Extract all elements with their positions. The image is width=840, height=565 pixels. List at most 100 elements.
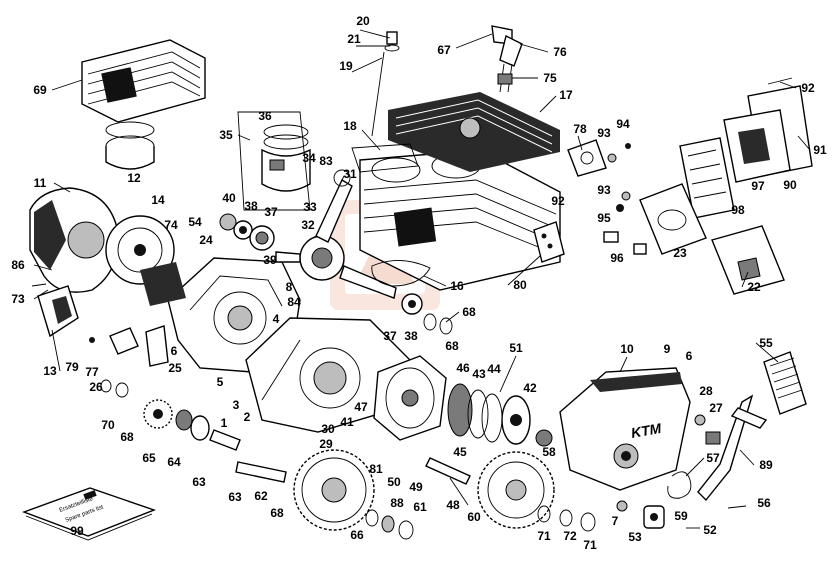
callout-38: 38: [404, 329, 418, 343]
callout-64: 64: [167, 455, 181, 469]
reed-valve-intake: [679, 77, 813, 219]
bottom-right-small-parts: [616, 500, 747, 529]
callout-38: 38: [244, 199, 258, 213]
callout-84: 84: [287, 295, 301, 309]
callout-83: 83: [319, 154, 333, 168]
clutch-plates-51: [447, 383, 531, 445]
left-small-brackets: [31, 283, 169, 367]
callout-14: 14: [151, 193, 165, 207]
callout-1: 1: [220, 416, 228, 430]
callout-41: 41: [340, 415, 354, 429]
callout-23: 23: [673, 246, 687, 260]
callout-98: 98: [731, 203, 745, 217]
base-gasket-16: [371, 260, 431, 287]
intake-flanges: [567, 139, 785, 295]
callout-74: 74: [164, 218, 178, 232]
spark-plug-and-cap: [491, 25, 523, 93]
callout-68: 68: [270, 506, 284, 520]
small-fasteners: [603, 143, 647, 255]
callout-32: 32: [301, 218, 315, 232]
callout-6: 6: [170, 344, 178, 358]
callout-75: 75: [543, 71, 557, 85]
parts-manual-booklet-99: Ersatzteilliste Spare parts list: [21, 487, 157, 541]
callout-94: 94: [616, 117, 630, 131]
kickstart-gear-58: [425, 429, 555, 529]
callout-99: 99: [70, 524, 84, 538]
callout-20: 20: [356, 14, 370, 28]
callout-8: 8: [285, 280, 293, 294]
bearings-upper: [219, 213, 275, 251]
callout-68: 68: [462, 305, 476, 319]
callout-45: 45: [453, 445, 467, 459]
callout-7: 7: [611, 514, 619, 528]
callout-79: 79: [65, 360, 79, 374]
callout-5: 5: [216, 375, 224, 389]
callout-96: 96: [610, 251, 624, 265]
callout-37: 37: [383, 329, 397, 343]
callout-61: 61: [413, 500, 427, 514]
callout-67: 67: [437, 43, 451, 57]
callout-50: 50: [387, 475, 401, 489]
callout-28: 28: [699, 384, 713, 398]
callout-43: 43: [472, 367, 486, 381]
callout-36: 36: [258, 109, 272, 123]
callout-62: 62: [254, 489, 268, 503]
callout-63: 63: [228, 490, 242, 504]
callout-71: 71: [537, 529, 551, 543]
callout-69: 69: [33, 83, 47, 97]
callout-77: 77: [85, 365, 99, 379]
callout-44: 44: [487, 362, 501, 376]
callout-73: 73: [11, 292, 25, 306]
callout-25: 25: [168, 361, 182, 375]
callout-92: 92: [801, 81, 815, 95]
callout-17: 17: [559, 88, 573, 102]
crankshaft: [275, 169, 397, 299]
callout-46: 46: [456, 361, 470, 375]
callout-58: 58: [542, 445, 556, 459]
callout-39: 39: [263, 253, 277, 267]
callout-42: 42: [523, 381, 537, 395]
callout-3: 3: [232, 398, 240, 412]
cylinder-top-left-69: [81, 39, 206, 170]
callout-26: 26: [89, 380, 103, 394]
callout-63: 63: [192, 475, 206, 489]
callout-91: 91: [813, 143, 827, 157]
callout-71: 71: [583, 538, 597, 552]
callout-90: 90: [783, 178, 797, 192]
piston-35: [237, 111, 311, 211]
ignition-coil-13: [37, 285, 79, 338]
callout-55: 55: [759, 336, 773, 350]
callout-40: 40: [222, 191, 236, 205]
callout-18: 18: [343, 119, 357, 133]
callout-57: 57: [706, 451, 720, 465]
callout-19: 19: [339, 59, 353, 73]
callout-76: 76: [553, 45, 567, 59]
callout-59: 59: [674, 509, 688, 523]
callout-66: 66: [350, 528, 364, 542]
callout-68: 68: [120, 430, 134, 444]
callout-4: 4: [272, 312, 280, 326]
primary-gear-47: [293, 449, 375, 531]
callout-97: 97: [751, 179, 765, 193]
callout-72: 72: [563, 529, 577, 543]
washers-row: [365, 293, 596, 540]
callout-16: 16: [450, 279, 464, 293]
callout-70: 70: [101, 418, 115, 432]
callout-11: 11: [33, 176, 47, 190]
callout-48: 48: [446, 498, 460, 512]
callout-31: 31: [343, 167, 357, 181]
callout-89: 89: [759, 458, 773, 472]
callout-68: 68: [445, 339, 459, 353]
callout-2: 2: [243, 410, 251, 424]
callout-80: 80: [513, 278, 527, 292]
callout-9: 9: [663, 342, 671, 356]
cylinder-and-head: [351, 92, 561, 291]
leader-lines: [33, 29, 811, 532]
callout-54: 54: [188, 215, 202, 229]
kickstart-lever-89: [697, 351, 807, 502]
cover-brand-text: KTM: [630, 420, 663, 441]
callout-10: 10: [620, 342, 634, 356]
callout-49: 49: [409, 480, 423, 494]
